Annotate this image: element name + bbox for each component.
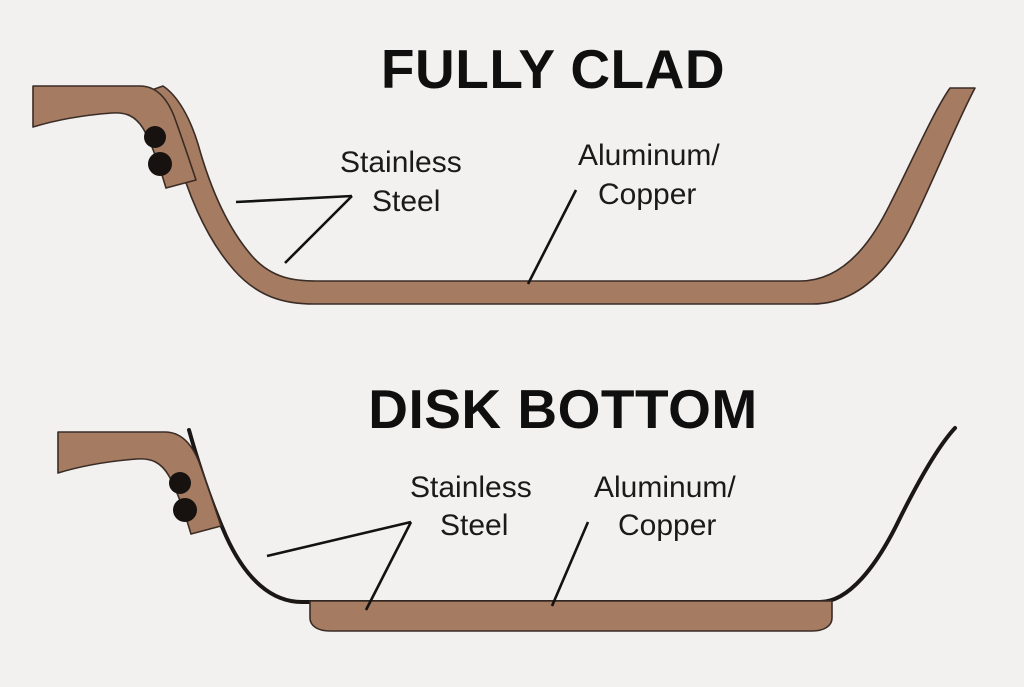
disk-bottom-disk-slab — [309, 600, 833, 632]
disk-bottom-pan-wall — [187, 426, 957, 604]
disk-bottom-stainless-leader — [266, 520, 413, 611]
fully-clad-section: FULLY CLAD Stainless — [32, 38, 976, 305]
disk-bottom-aluminum-label: Aluminum/ Copper — [594, 471, 736, 542]
label-line-2: Copper — [618, 509, 716, 542]
disk-bottom-rivet-lower — [173, 498, 197, 522]
disk-bottom-stainless-label: Stainless Steel — [410, 471, 532, 542]
label-line-2: Steel — [440, 509, 508, 542]
label-line-2: Steel — [372, 185, 440, 218]
label-line-2: Copper — [598, 178, 696, 211]
fully-clad-rivet-upper — [144, 126, 166, 148]
label-line-1: Stainless — [410, 471, 532, 504]
fully-clad-aluminum-leader — [526, 189, 578, 285]
fully-clad-aluminum-label: Aluminum/ Copper — [578, 139, 720, 211]
disk-bottom-title: DISK BOTTOM — [368, 378, 757, 440]
fully-clad-title: FULLY CLAD — [381, 38, 725, 100]
disk-bottom-rivet-upper — [169, 472, 191, 494]
fully-clad-stainless-leader — [235, 194, 353, 264]
disk-bottom-section: DISK BOTTOM — [57, 378, 957, 632]
fully-clad-rivet-lower — [148, 152, 172, 176]
disk-bottom-handle — [57, 431, 222, 535]
label-line-1: Aluminum/ — [578, 139, 720, 172]
disk-bottom-aluminum-leader — [550, 521, 590, 607]
label-line-1: Stainless — [340, 146, 462, 179]
label-line-1: Aluminum/ — [594, 471, 736, 504]
fully-clad-pan-body — [145, 85, 976, 305]
fully-clad-stainless-label: Stainless Steel — [340, 146, 462, 218]
